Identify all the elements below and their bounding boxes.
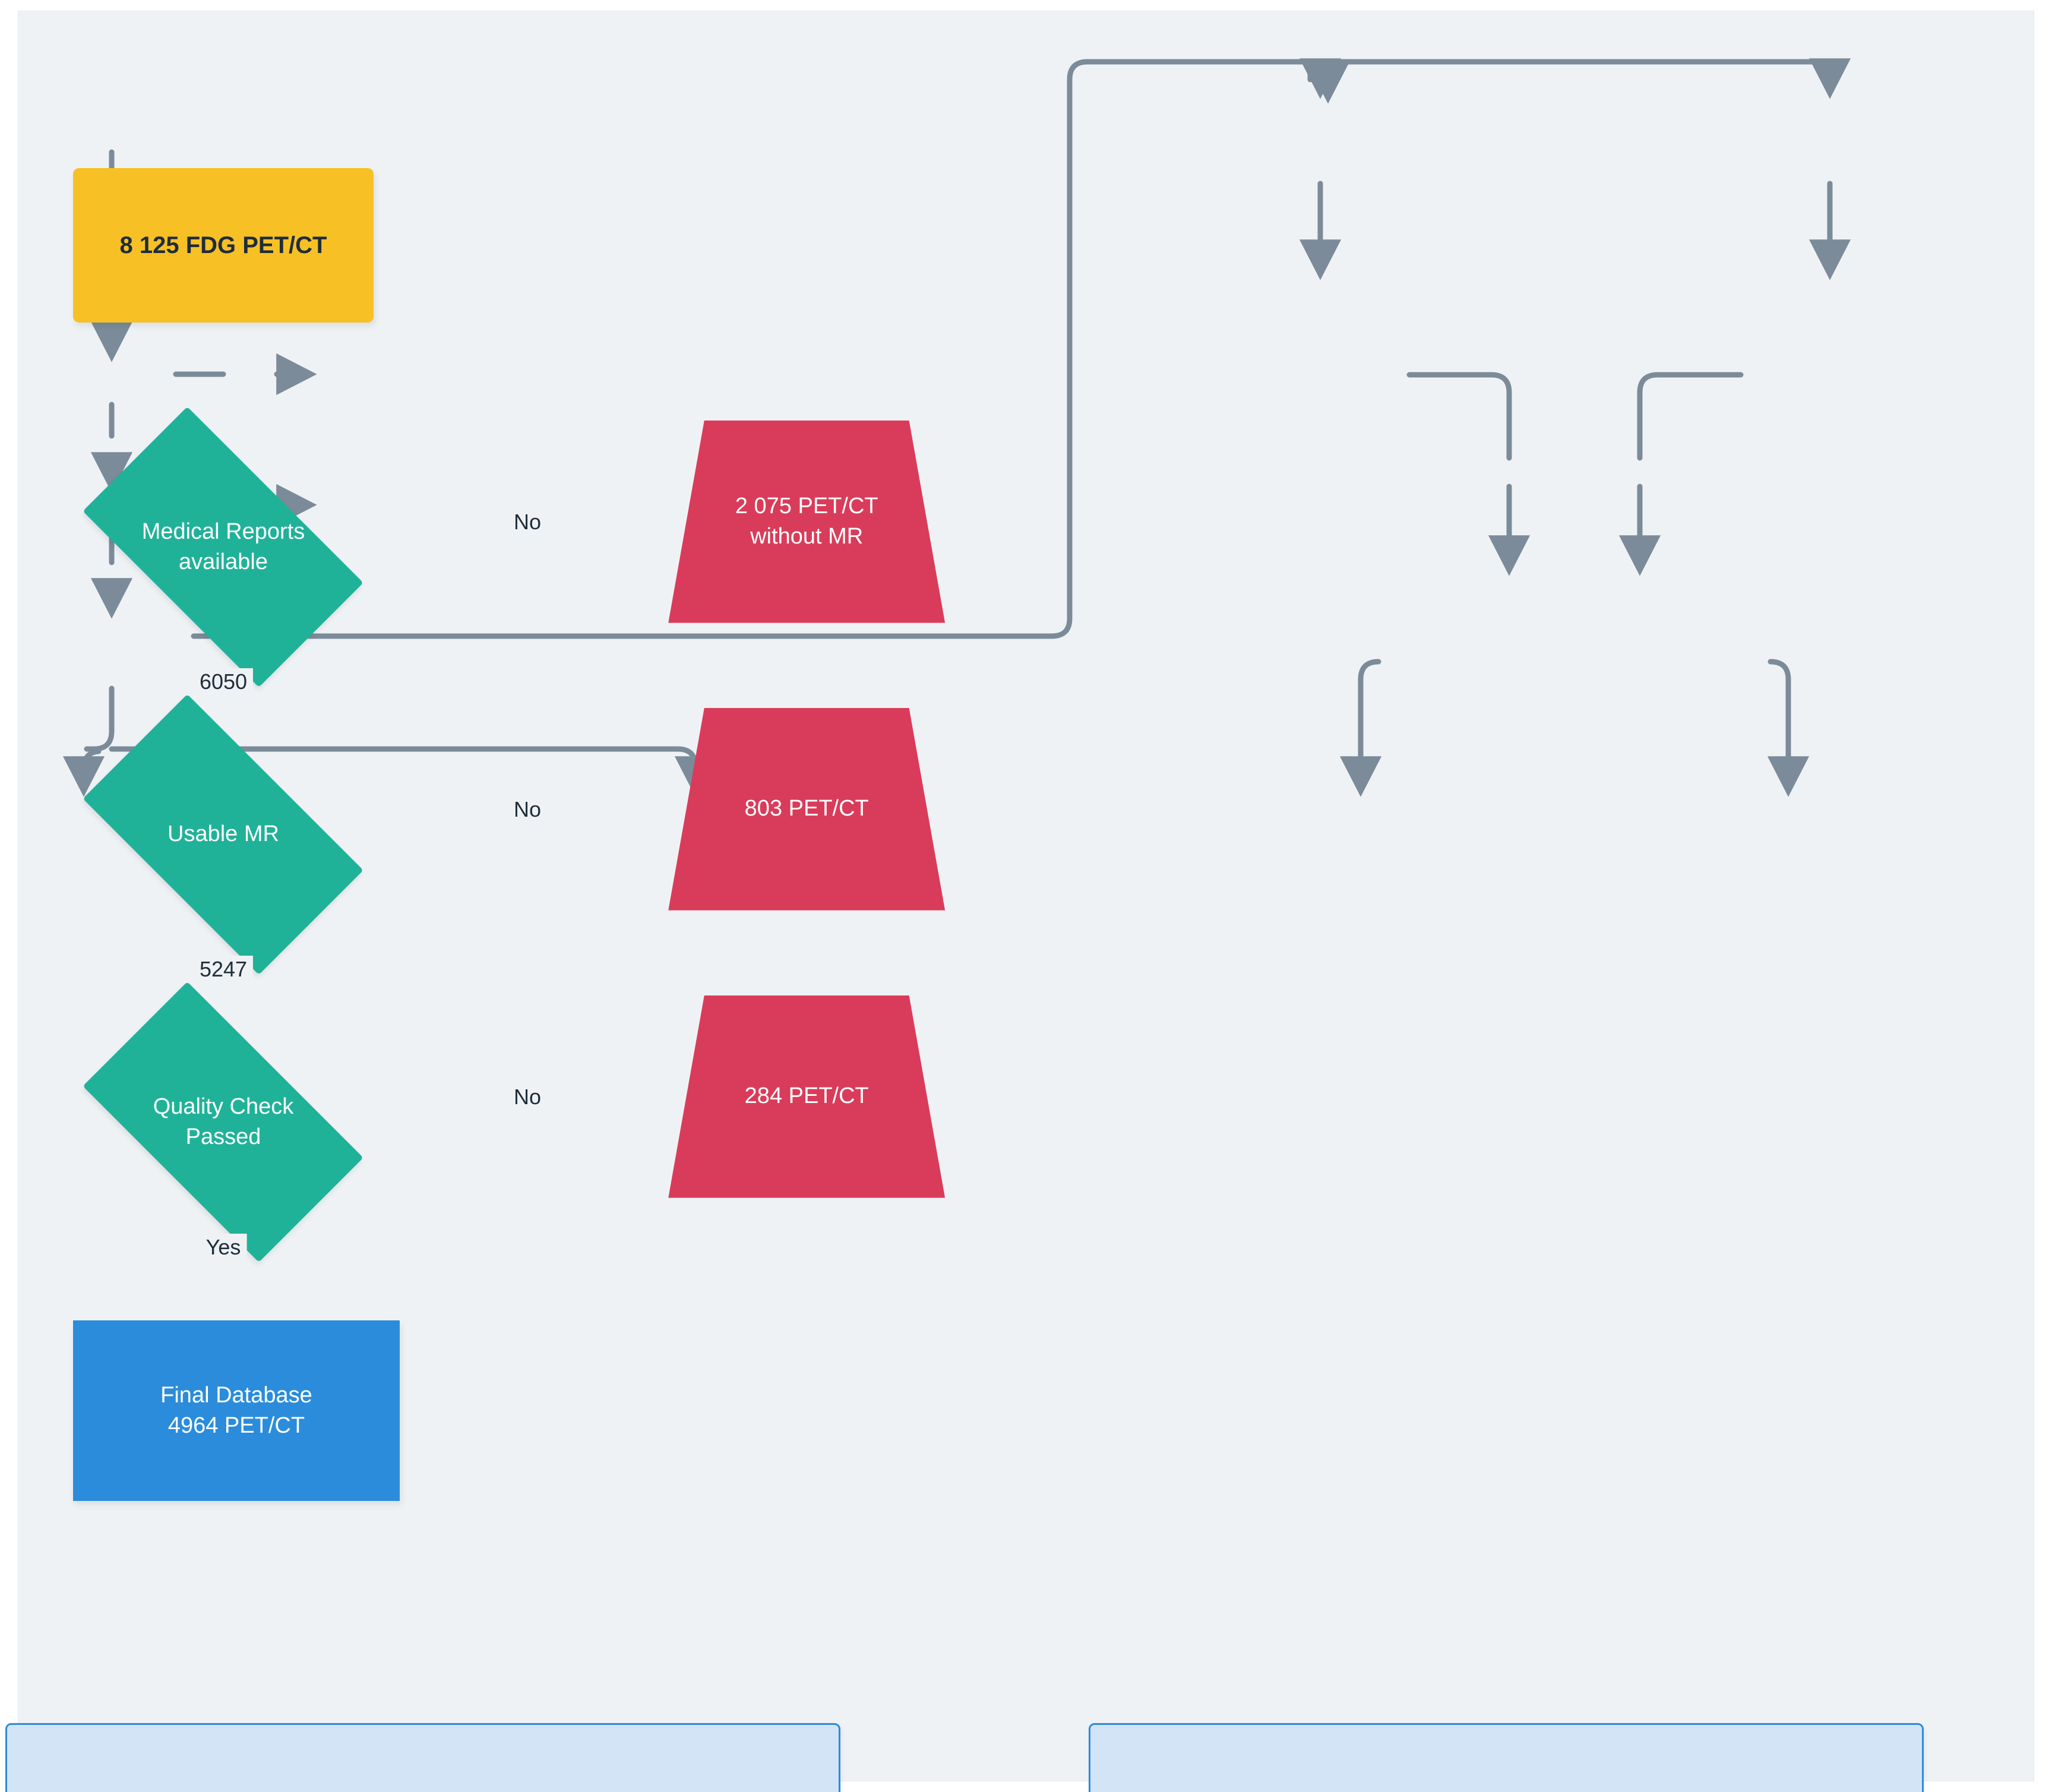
node-usable-mr: Usable MR bbox=[47, 694, 399, 975]
node-excluded-no-medical-report: 2 075 PET/CT without MR bbox=[668, 420, 946, 623]
edge-label-quality-no: No bbox=[507, 1083, 547, 1111]
node-medical-reports-available: Medical Reports available bbox=[47, 406, 399, 688]
node-excluded-unusable-mr: 803 PET/CT bbox=[668, 707, 946, 911]
node-excluded-no-mr-label: 2 075 PET/CT without MR bbox=[735, 493, 878, 549]
node-source-label: 8 125 FDG PET/CT bbox=[119, 232, 327, 258]
edge-label-quality-yes: Yes bbox=[200, 1234, 247, 1262]
node-quality-check-passed: Quality Check Passed bbox=[47, 981, 399, 1263]
flowchart-canvas: 8 125 FDG PET/CT Medical Reports availab… bbox=[5, 11, 2034, 1792]
node-source: 8 125 FDG PET/CT bbox=[73, 168, 374, 323]
edge-label-reports-no: No bbox=[507, 508, 547, 536]
node-final-database-label: Final Database 4964 PET/CT bbox=[160, 1382, 312, 1439]
edge-label-usable-count: 5247 bbox=[193, 955, 254, 983]
node-excluded-quality-failed: 284 PET/CT bbox=[668, 995, 946, 1198]
node-quality-check-label: Quality Check Passed bbox=[153, 1093, 294, 1149]
node-excluded-unusable-label: 803 PET/CT bbox=[744, 796, 869, 821]
node-usable-mr-label: Usable MR bbox=[167, 821, 279, 847]
node-reallife-test-set: “Real life” Test set 744 PET/CT bbox=[1088, 1723, 1924, 1792]
edge-label-reports-count: 6050 bbox=[193, 668, 254, 696]
node-excluded-quality-label: 284 PET/CT bbox=[744, 1083, 869, 1109]
node-medical-reports-label: Medical Reports available bbox=[141, 519, 305, 574]
trapezoid-shape bbox=[668, 707, 946, 911]
node-reallife-training-set: “Real-life” Training set 4 220 PET/CT bbox=[5, 1723, 841, 1792]
node-final-database: Final Database 4964 PET/CT bbox=[73, 1320, 400, 1501]
trapezoid-shape bbox=[668, 995, 946, 1198]
trapezoid-shape bbox=[668, 420, 946, 623]
edge-label-usable-no: No bbox=[507, 796, 547, 824]
